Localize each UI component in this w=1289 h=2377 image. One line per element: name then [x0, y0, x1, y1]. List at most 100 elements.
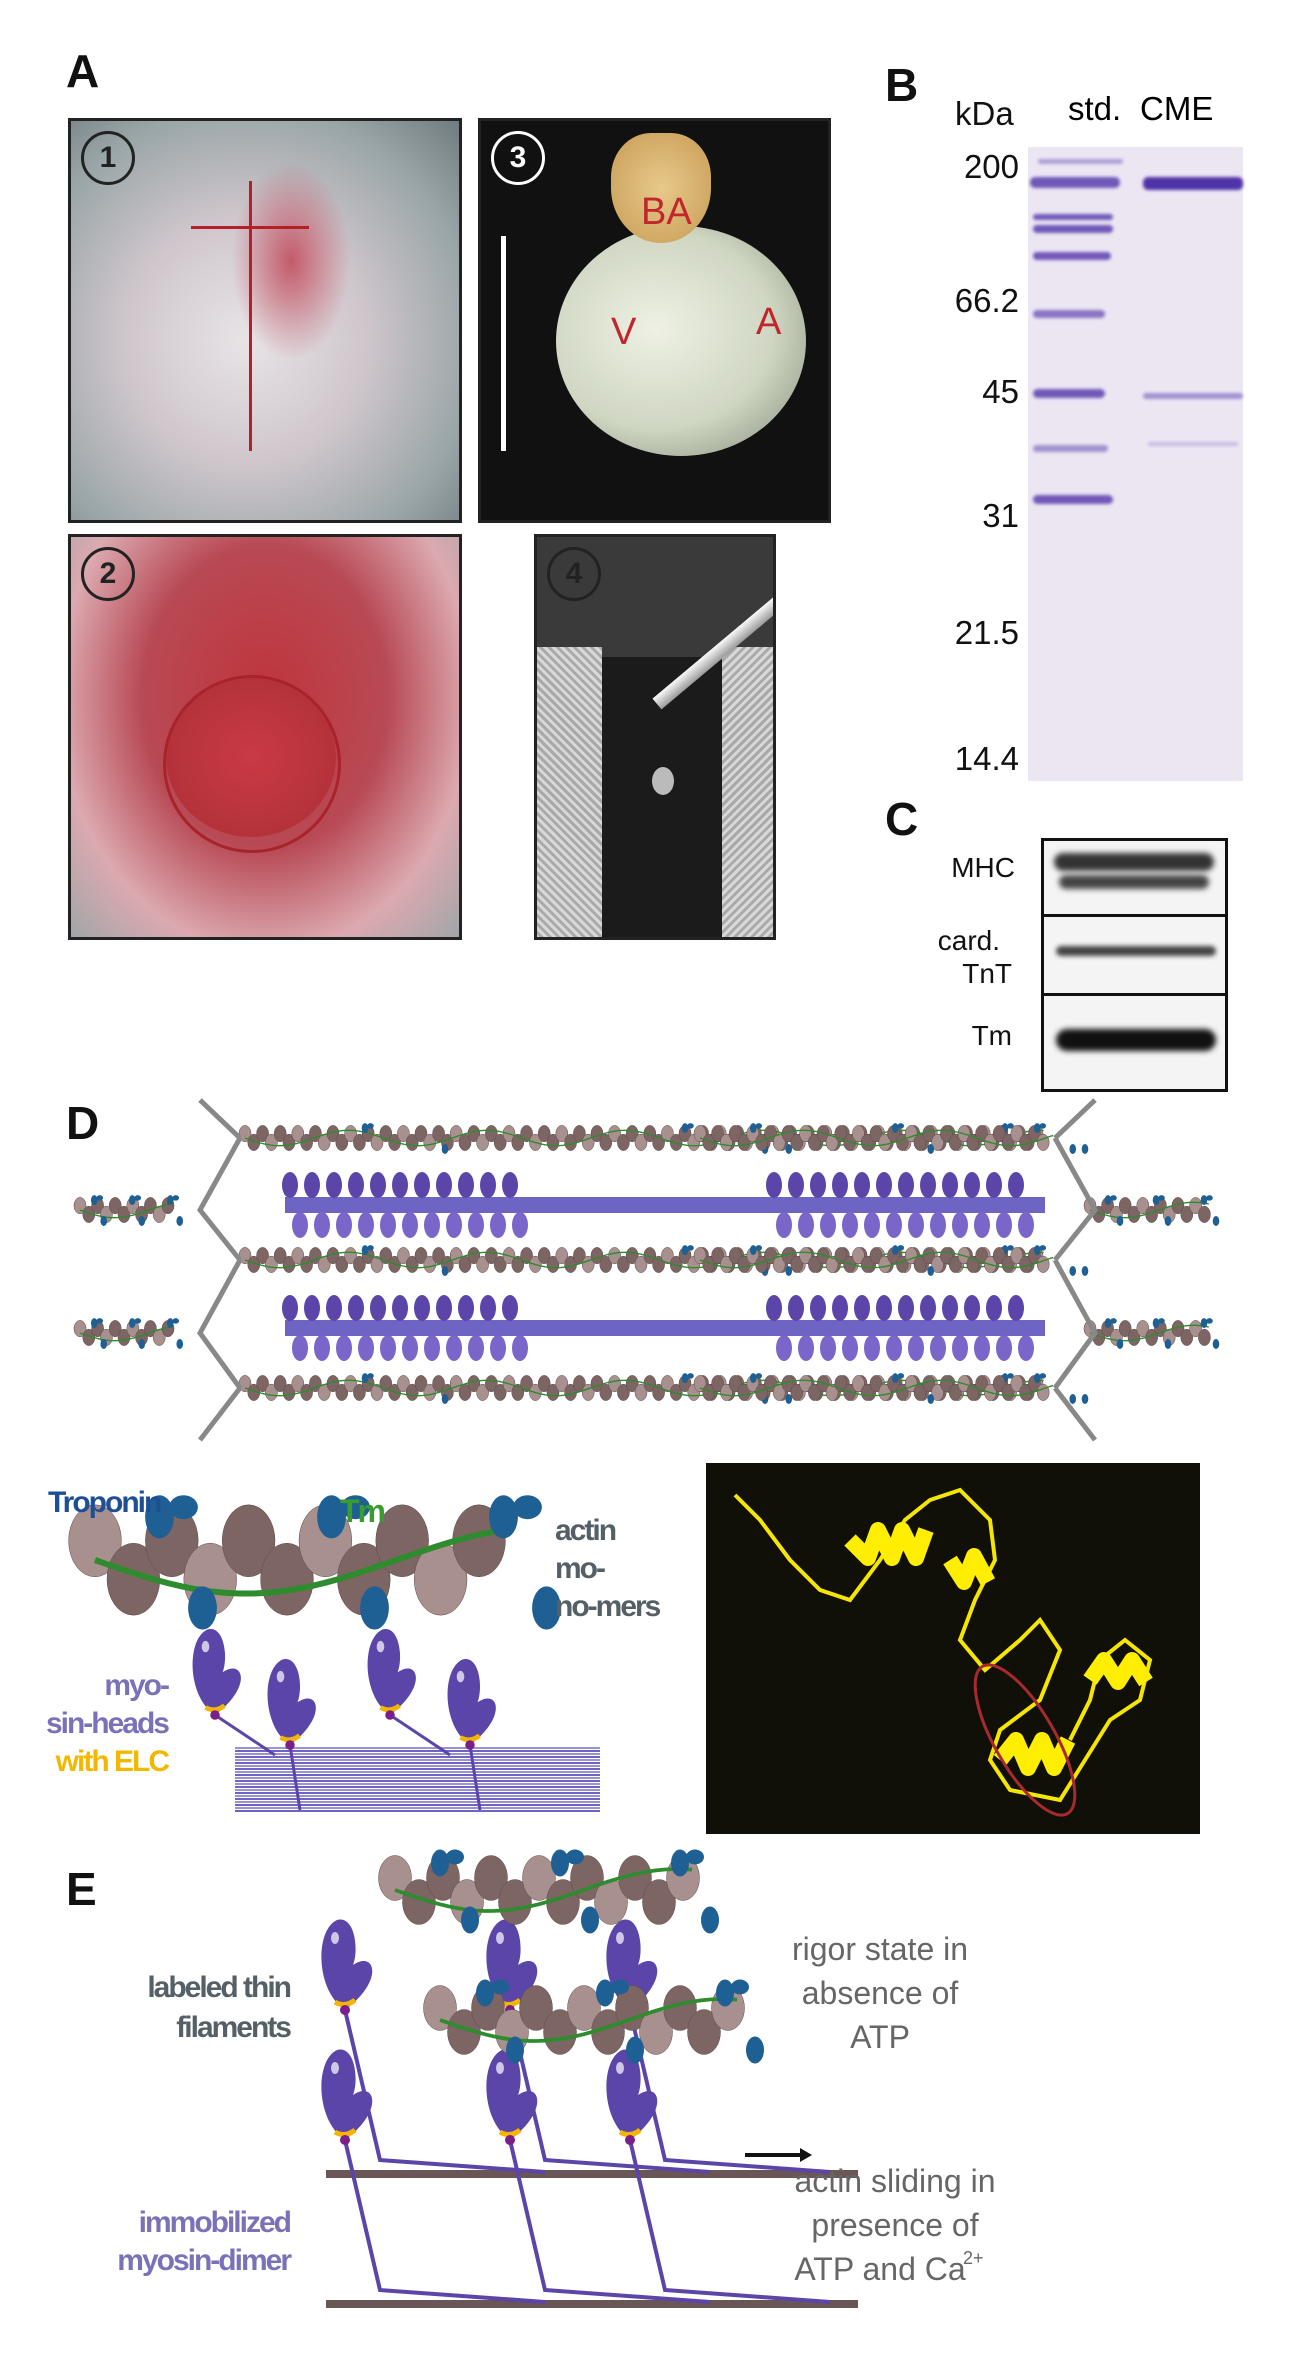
actin-monomer	[493, 1255, 507, 1273]
actin-monomer	[282, 1133, 296, 1151]
troponin	[1081, 1266, 1089, 1276]
troponin	[1206, 1318, 1213, 1324]
actin-monomer	[265, 1133, 278, 1151]
highlight-ellipse	[973, 1663, 1077, 1817]
troponin	[166, 1318, 174, 1329]
myosin-head	[952, 1335, 968, 1361]
regulatory-light-chain	[210, 1710, 220, 1720]
troponin	[169, 1495, 198, 1520]
actin-monomer	[273, 1125, 287, 1143]
troponin	[701, 1906, 719, 1934]
actin-monomer	[73, 1197, 87, 1215]
photo-number: 4	[547, 547, 601, 601]
myosin-lever	[288, 1744, 302, 1811]
actin-monomer	[1127, 1328, 1141, 1346]
z-disc	[1052, 1258, 1098, 1390]
actin-monomer	[608, 1125, 621, 1143]
z-disc	[197, 1258, 243, 1390]
labeled-thin-filament	[378, 1849, 719, 1934]
regulatory-light-chain	[625, 2135, 635, 2145]
myosin-head	[458, 1295, 474, 1321]
end-filament	[1083, 1318, 1220, 1349]
actin-monomer	[711, 1247, 724, 1265]
tropomyosin-strand	[79, 1325, 173, 1342]
actin-monomer	[144, 1197, 157, 1215]
actin-monomer	[546, 1383, 560, 1401]
photo-number: 1	[81, 131, 135, 185]
actin-monomer	[117, 1205, 131, 1223]
sarcomere-diagram	[73, 1098, 1220, 1442]
troponin	[1200, 1318, 1208, 1329]
myosin-tail	[628, 2009, 831, 2174]
actin-monomer	[634, 1133, 648, 1151]
essential-light-chain	[498, 2127, 522, 2138]
myosin-tail	[508, 2009, 711, 2174]
actin-monomer	[625, 1125, 639, 1143]
myosin-head	[964, 1172, 980, 1198]
troponin	[1110, 1318, 1117, 1324]
actin-monomer	[493, 1133, 507, 1151]
actin-monomer	[693, 1247, 707, 1265]
troponin	[897, 1245, 905, 1251]
actin-monomer	[309, 1247, 322, 1265]
sliding-text-2: presence of	[811, 2207, 978, 2243]
troponin	[431, 1849, 449, 1877]
actin-monomer	[608, 1375, 621, 1393]
blot-label-tm: Tm	[971, 1020, 1012, 1051]
myosin-lever	[214, 1713, 276, 1757]
actin-monomer	[617, 1255, 630, 1273]
myosin-head-lobe	[267, 1659, 316, 1745]
actin-monomer	[860, 1133, 874, 1151]
myosin-head	[447, 1659, 496, 1750]
actin-monomer	[625, 1247, 639, 1265]
actin-monomer	[661, 1247, 674, 1265]
myosin-head	[292, 1212, 308, 1238]
actin-monomer	[975, 1375, 988, 1393]
myosin-head	[292, 1335, 308, 1361]
myosin-head	[942, 1172, 958, 1198]
thin-filament	[693, 1123, 1077, 1154]
troponin	[1007, 1245, 1014, 1251]
myosin-head	[810, 1172, 826, 1198]
myosin-head	[1008, 1295, 1024, 1321]
label-myosin-dimer-2: myosin-dimer	[117, 2244, 292, 2277]
troponin	[891, 1373, 899, 1384]
actin-monomer	[335, 1383, 349, 1401]
myosin-head	[1008, 1172, 1024, 1198]
actin-monomer	[423, 1383, 437, 1401]
myosin-head	[424, 1335, 440, 1361]
panel-label-c: C	[885, 793, 919, 845]
label-troponin: Troponin	[48, 1486, 161, 1519]
actin-monomer	[555, 1375, 569, 1393]
actin-monomer	[728, 1375, 742, 1393]
actin-monomer	[370, 1383, 384, 1401]
myosin-tail	[343, 2139, 546, 2304]
troponin	[1039, 1245, 1047, 1251]
actin-monomer	[687, 2009, 721, 2055]
myosin-head	[908, 1335, 924, 1361]
myosin-head	[192, 1629, 241, 1720]
thin-filament	[68, 1495, 561, 1630]
myosin-head	[486, 2049, 538, 2145]
troponin	[716, 1979, 734, 2007]
actin-monomer	[375, 1504, 429, 1578]
myosin-head	[490, 1212, 506, 1238]
myosin-head	[321, 2049, 373, 2145]
scale-bar	[501, 236, 506, 451]
myosin-head	[392, 1172, 408, 1198]
troponin	[341, 1495, 370, 1520]
troponin	[1116, 1216, 1124, 1226]
troponin	[367, 1123, 374, 1129]
troponin	[1110, 1195, 1117, 1201]
myosin-head	[446, 1335, 462, 1361]
myosin-head	[832, 1172, 848, 1198]
myosin-head	[321, 1919, 373, 2015]
actin-monomer	[931, 1255, 944, 1273]
actin-monomer	[1136, 1197, 1150, 1215]
myosin-head	[986, 1172, 1002, 1198]
troponin	[687, 1245, 694, 1251]
essential-light-chain	[333, 2127, 357, 2138]
troponin	[1152, 1318, 1160, 1329]
sliding-text-1: actin sliding in	[795, 2163, 996, 2199]
myosin-head	[776, 1335, 792, 1361]
